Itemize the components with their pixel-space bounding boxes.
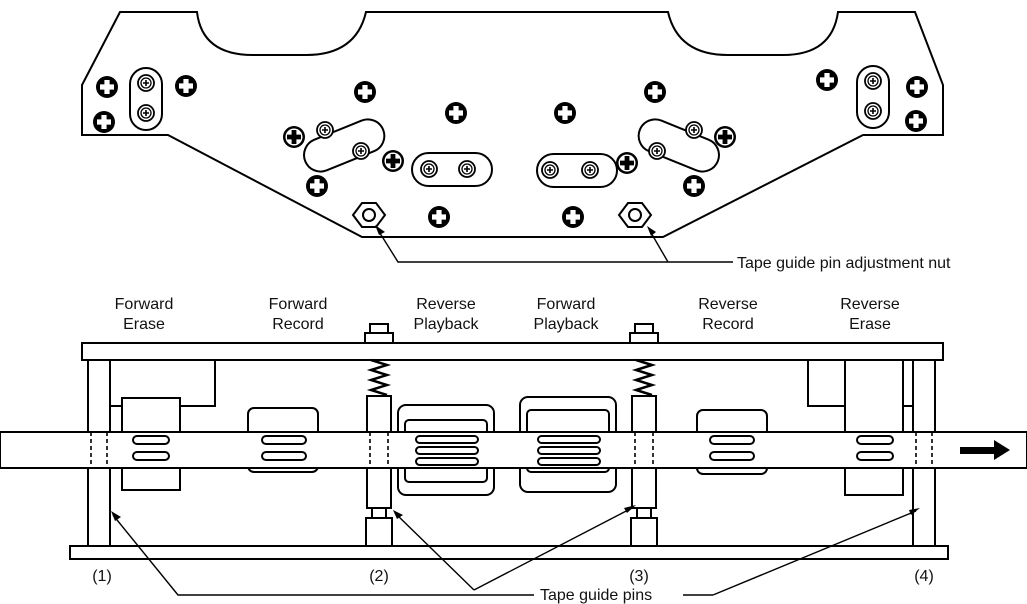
head-bracket — [411, 152, 493, 187]
tape-direction-arrow-icon — [960, 440, 1010, 460]
head-label-line2: Erase — [849, 316, 891, 333]
plate-screw-icon — [445, 102, 467, 124]
adjust-screw-icon — [864, 102, 882, 120]
plate-screw-icon — [428, 206, 450, 228]
adjustment-nut-icon — [617, 202, 653, 228]
adjustment-nut-icon — [351, 202, 387, 228]
plate-screw-icon — [905, 110, 927, 132]
head-bracket — [536, 153, 618, 188]
adjust-screw-icon — [137, 104, 155, 122]
adjustment-nut-label: Tape guide pin adjustment nut — [737, 255, 951, 272]
head-screw-icon — [616, 152, 638, 174]
top-bar — [81, 342, 944, 361]
plate-screw-icon — [562, 206, 584, 228]
plate-screw-icon — [906, 76, 928, 98]
tape-guide-pin-3 — [629, 323, 659, 547]
pin-number-label: (3) — [629, 568, 649, 585]
plate-screw-icon — [175, 75, 197, 97]
pin-number-label: (2) — [369, 568, 389, 585]
tape-guide-pin-1 — [87, 359, 111, 547]
head-label-line1: Reverse — [840, 296, 900, 313]
head-label-line2: Erase — [123, 316, 165, 333]
plate-screw-icon — [816, 69, 838, 91]
head-label-line1: Forward — [537, 296, 596, 313]
head-bracket — [303, 118, 386, 173]
head-label-line1: Forward — [269, 296, 328, 313]
head-label-line1: Forward — [115, 296, 174, 313]
tape-guide-pin-4 — [912, 359, 936, 547]
plate-screw-icon — [93, 111, 115, 133]
tape-guide-pin-2 — [364, 323, 394, 547]
nut-leader-lines — [375, 225, 733, 263]
head-screw-icon — [382, 150, 404, 172]
head-screw-icon — [283, 126, 305, 148]
plate-screw-icon — [554, 102, 576, 124]
head-labels: Forward Erase Forward Record Reverse Pla… — [115, 296, 900, 333]
adjust-screw-icon — [864, 72, 882, 90]
head-label-line2: Record — [272, 316, 324, 333]
pins-leader-lines — [111, 505, 920, 596]
head-assembly-side-view — [0, 323, 1027, 560]
reverse-erase-head — [844, 359, 904, 496]
pin-number-label: (4) — [914, 568, 934, 585]
tape-guide-pins-label: Tape guide pins — [540, 587, 652, 604]
magnetic-tape — [0, 431, 1027, 469]
plate-screw-icon — [683, 175, 705, 197]
head-screw-icon — [714, 126, 736, 148]
head-label-line2: Playback — [534, 316, 600, 333]
head-label-line1: Reverse — [698, 296, 758, 313]
pin-number-label: (1) — [92, 568, 112, 585]
head-label-line2: Record — [702, 316, 754, 333]
plate-screw-icon — [96, 76, 118, 98]
head-label-line1: Reverse — [416, 296, 476, 313]
plate-screw-icon — [354, 81, 376, 103]
plate-screw-icon — [306, 175, 328, 197]
head-mounting-plate — [81, 11, 944, 238]
adjust-screw-icon — [137, 74, 155, 92]
head-bracket — [637, 118, 720, 173]
base-plate — [69, 545, 949, 560]
plate-screw-icon — [644, 81, 666, 103]
head-label-line2: Playback — [414, 316, 480, 333]
